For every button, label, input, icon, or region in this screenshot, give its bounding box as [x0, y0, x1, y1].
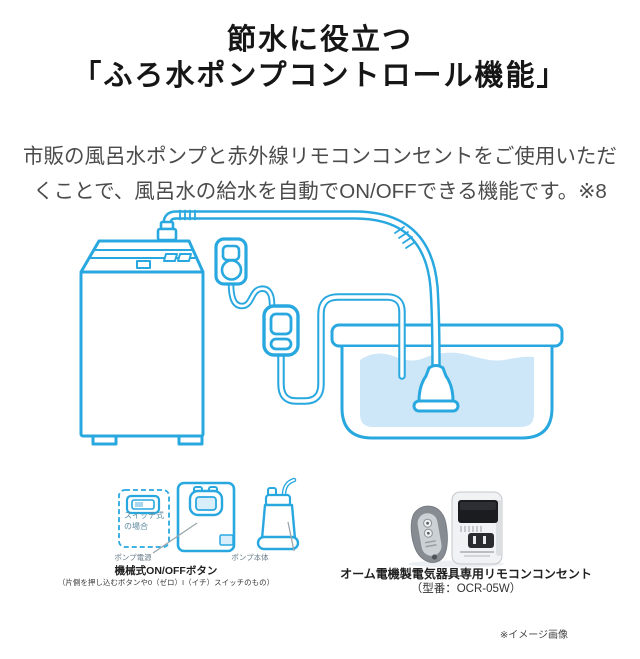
switch-icon [125, 494, 161, 515]
remote-outlet-photo [451, 491, 503, 565]
feature-description-line2: くことで、風呂水の給水を自動でON/OFFできる機能です。※8 [33, 180, 607, 203]
pump-body-label: ポンプ本体 [231, 553, 269, 562]
ir-remote-plug-icon [214, 237, 248, 286]
pump-controller-icon [262, 304, 300, 357]
switch-case-box [118, 489, 170, 548]
page-title-line1: 節水に役立つ [226, 24, 413, 56]
remote-control-photo [410, 505, 448, 563]
feature-description-line1: 市販の風呂水ポンプと赤外線リモコンコンセントをご使用いただ [23, 145, 617, 168]
pump-power-pointer-line [152, 522, 198, 554]
bath-pump-icon [412, 364, 460, 413]
pump-power-label: ポンプ電源 [114, 553, 152, 562]
water-hose-icon [156, 209, 441, 376]
pump-power-unit-icon [176, 481, 236, 553]
switch-case-label: スイッチ式 の場合 [124, 511, 164, 531]
mechanical-button-heading: 機械式ON/OFFボタン [114, 565, 218, 577]
remote-product-heading: オーム電機製電気器具専用リモコンコンセント [340, 567, 592, 581]
page-title-line2: 「ふろ水ポンプコントロール機能」 [72, 60, 568, 92]
remote-product-photo [408, 491, 504, 568]
pump-body-icon [256, 477, 300, 551]
feature-description: 市販の風呂水ポンプと赤外線リモコンコンセントをご使用いただ くことで、風呂水の給… [0, 139, 640, 209]
plug-cord-icon [227, 279, 276, 310]
pump-body-pointer-line [287, 521, 295, 552]
power-cord-icon [277, 293, 406, 405]
page-title: 節水に役立つ 「ふろ水ポンプコントロール機能」 [0, 22, 640, 94]
remote-product-model: （型番：OCR-05W） [410, 583, 522, 595]
image-note: ※イメージ画像 [499, 630, 568, 641]
washing-machine-icon [79, 239, 205, 446]
mechanical-button-subtext: （片側を押し込むボタンや0（ゼロ）I（イチ）スイッチのもの） [57, 578, 275, 587]
